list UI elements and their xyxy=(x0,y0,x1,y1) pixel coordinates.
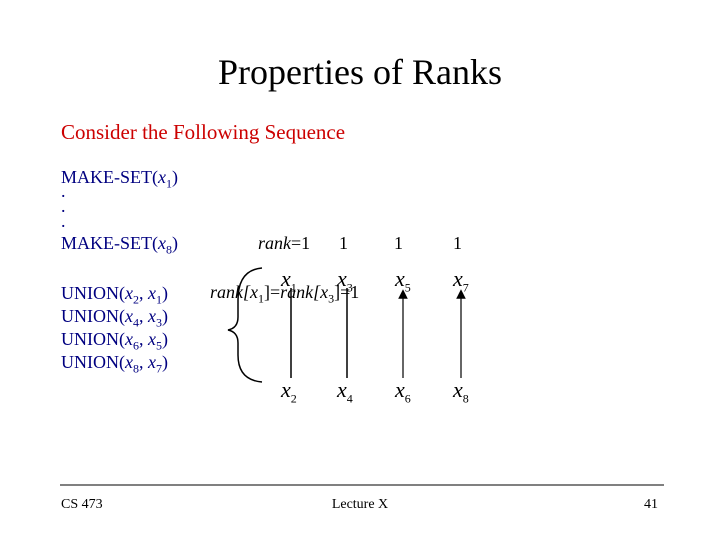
slide-title: Properties of Ranks xyxy=(218,52,502,92)
make-set-last-line: MAKE-SET(x8) xyxy=(61,233,178,257)
ellipsis-dot: . xyxy=(61,196,66,216)
union-line: UNION(x4, x3) xyxy=(61,306,168,330)
rank-value-x3: 1 xyxy=(339,233,348,253)
rank-label-x1: rank=1 xyxy=(258,233,311,253)
node-x1: x1 xyxy=(281,266,297,295)
ellipsis-dot: . xyxy=(61,181,66,201)
node-x8: x8 xyxy=(453,377,469,406)
node-x3: x3 xyxy=(337,266,353,295)
footer-page-number: 41 xyxy=(644,497,658,512)
node-x2: x2 xyxy=(281,377,297,406)
rank-value-x7: 1 xyxy=(453,233,462,253)
rank-equality-note: rank[x1]=rank[x3]=1 xyxy=(210,282,360,306)
node-x5: x5 xyxy=(395,266,411,295)
union-line: UNION(x8, x7) xyxy=(61,352,168,376)
node-x7: x7 xyxy=(453,266,469,295)
footer-lecture: Lecture X xyxy=(331,497,389,512)
slide-subtitle: Consider the Following Sequence xyxy=(61,120,346,144)
brace-bracket xyxy=(227,267,263,383)
union-line: UNION(x2, x1) xyxy=(61,283,168,307)
union-line: UNION(x6, x5) xyxy=(61,329,168,353)
footer-course: CS 473 xyxy=(61,497,103,512)
make-set-first-line: MAKE-SET(x1) xyxy=(61,167,178,191)
node-x4: x4 xyxy=(337,377,353,406)
rank-value-x5: 1 xyxy=(394,233,403,253)
ellipsis-dot: . xyxy=(61,211,66,231)
node-x6: x6 xyxy=(395,377,411,406)
